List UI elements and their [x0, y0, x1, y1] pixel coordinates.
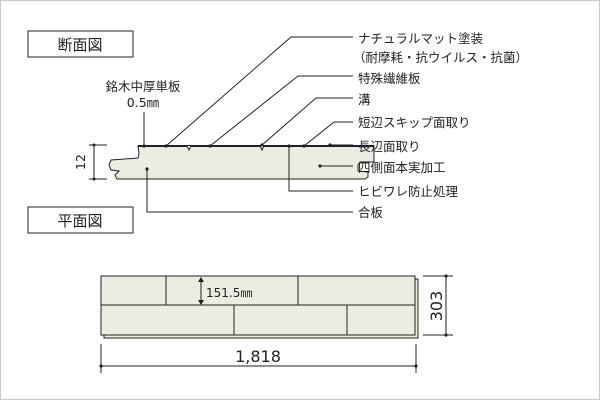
groove-label: 溝: [358, 92, 371, 107]
veneer-label: 銘木中厚単板: [105, 79, 181, 94]
panel-width-dimension: 303: [423, 274, 453, 337]
thickness-dimension: 12: [73, 143, 107, 181]
tongue-groove-label: 四側面本実加工: [358, 160, 446, 175]
section-view-title: 断面図: [27, 30, 134, 58]
leader-lines: [145, 36, 353, 213]
plan-view-title: 平面図: [27, 206, 134, 234]
plan-title-text: 平面図: [57, 212, 102, 230]
fiberboard-label: 特殊繊維板: [358, 71, 421, 86]
groove-mark: [259, 145, 265, 152]
short-edge-chamfer-label: 短辺スキップ面取り: [358, 115, 471, 130]
groove-mark: [186, 145, 192, 152]
plywood-label: 合板: [358, 205, 384, 220]
coating-detail-label: （耐摩耗・抗ウイルス・抗菌）: [353, 50, 528, 65]
plank-width-value: 151.5㎜: [206, 286, 252, 300]
coating-label: ナチュラルマット塗装: [358, 31, 483, 46]
panel-length-dimension: 1,818: [99, 344, 418, 373]
panel-width-value: 303: [427, 291, 446, 322]
veneer-callout: 銘木中厚単板 0.5㎜: [105, 79, 181, 148]
long-edge-chamfer-label: 長辺面取り: [358, 139, 421, 154]
crack-prevention-label: ヒビワレ防止処理: [358, 184, 459, 199]
board-cross-section: [108, 145, 375, 180]
plan-view-panel: 151.5㎜: [100, 275, 419, 339]
thickness-value: 12: [73, 154, 88, 170]
veneer-thickness-label: 0.5㎜: [127, 95, 160, 110]
section-title-text: 断面図: [57, 36, 102, 54]
panel-length-value: 1,818: [235, 347, 281, 366]
